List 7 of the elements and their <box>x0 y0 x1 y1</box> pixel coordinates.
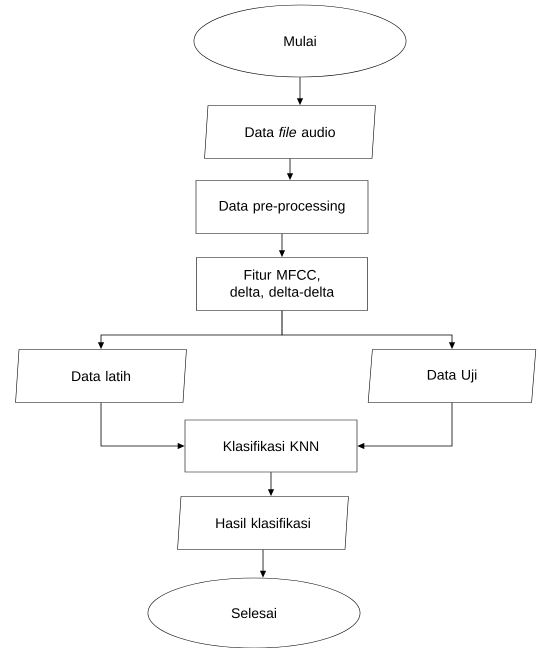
process-box: Data pre-processing <box>196 180 368 234</box>
input-parallelogram: Data latih <box>15 349 187 403</box>
output-parallelogram: Hasil klasifikasi <box>177 496 349 550</box>
input-parallelogram: Data Uji <box>368 349 536 403</box>
process-box: Klasifikasi KNN <box>184 420 358 472</box>
process-box: Fitur MFCC, delta, delta-delta <box>196 257 368 311</box>
input-parallelogram: Data file audio <box>204 105 376 159</box>
